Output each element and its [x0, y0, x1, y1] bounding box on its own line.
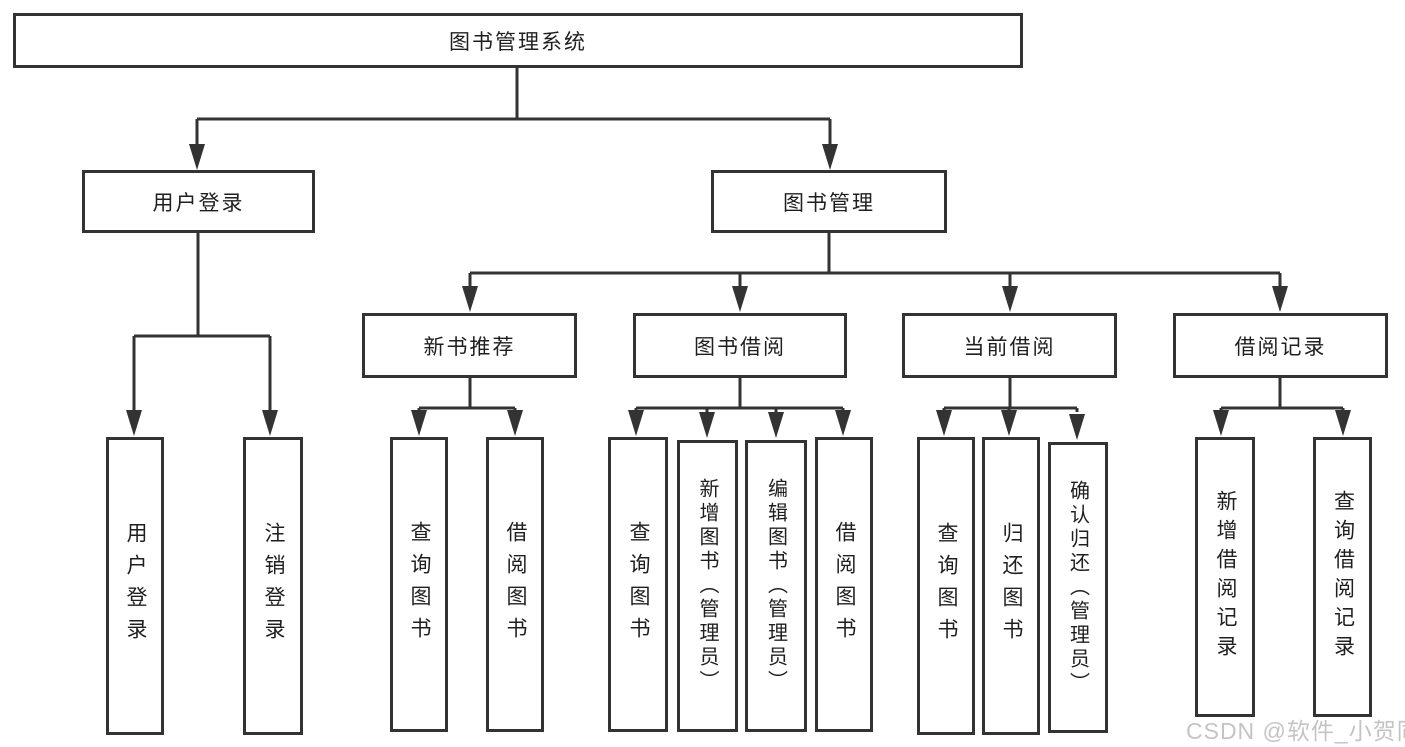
- arrow-down-icons: [126, 144, 1351, 440]
- leaf-return-book: 归还图书: [982, 437, 1040, 735]
- node-borrow-records: 借阅记录: [1173, 313, 1388, 378]
- leaf-confirm-return-admin: 确认归还（管理员）: [1048, 442, 1108, 733]
- leaf-query-borrow-record: 查询借阅记录: [1313, 437, 1372, 717]
- leaf-user-login: 用户登录: [106, 437, 164, 735]
- leaf-add-book-admin: 新增图书（管理员）: [677, 440, 738, 732]
- leaf-query-book-recommend: 查询图书: [390, 437, 448, 732]
- node-new-book-recommend: 新书推荐: [362, 313, 577, 378]
- node-library-system: 图书管理系统: [13, 13, 1023, 68]
- csdn-watermark: CSDN @软件_小贺同学: [1186, 718, 1405, 744]
- node-current-borrow: 当前借阅: [902, 313, 1117, 378]
- leaf-query-book-borrow: 查询图书: [608, 437, 668, 732]
- node-user-login: 用户登录: [82, 170, 315, 233]
- leaf-borrow-book: 借阅图书: [815, 437, 873, 732]
- node-book-borrow: 图书借阅: [633, 313, 847, 378]
- leaf-query-book-current: 查询图书: [917, 437, 975, 735]
- leaf-borrow-book-recommend: 借阅图书: [486, 437, 544, 732]
- leaf-add-borrow-record: 新增借阅记录: [1195, 437, 1255, 717]
- leaf-edit-book-admin: 编辑图书（管理员）: [745, 440, 807, 732]
- node-book-management: 图书管理: [711, 170, 947, 233]
- leaf-logout: 注销登录: [243, 437, 303, 735]
